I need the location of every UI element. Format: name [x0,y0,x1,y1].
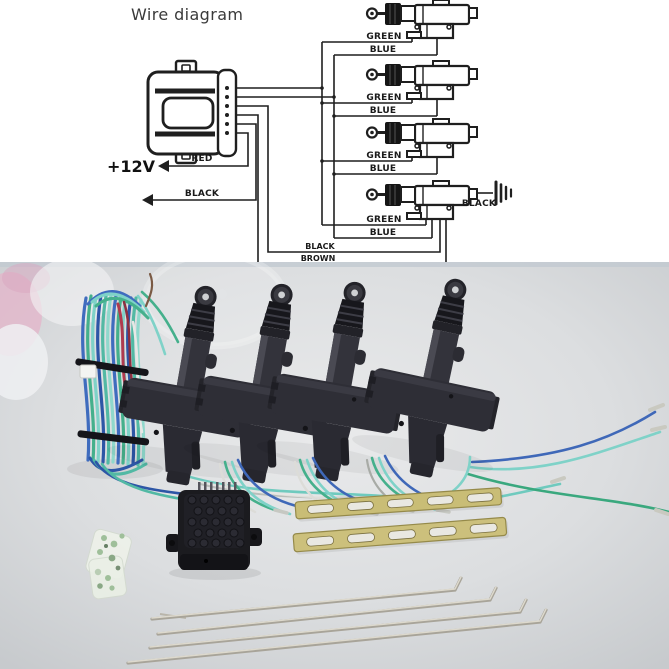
actuator3-green-label: GREEN [366,151,401,161]
connector-pins [225,86,229,135]
actuator2-blue-label: BLUE [370,106,397,116]
actuator1-blue-label: BLUE [370,45,397,55]
linkage-rod [148,598,528,650]
brown-bus-wire [236,114,447,262]
photo-top-edge [0,262,669,267]
actuator2-green-label: GREEN [366,93,401,103]
diagram-wires [142,36,513,262]
control-unit [146,59,238,165]
diagram-title: Wire diagram [131,5,243,24]
linkage-rods [126,576,548,665]
arrow-left-icon [158,160,169,172]
actuator-symbol-4 [365,179,479,221]
linkage-rod [150,576,463,621]
wire-harness-coil [67,272,202,504]
bus-black-label: BLACK [305,242,335,251]
control-box [166,482,262,580]
mounting-bracket-2 [292,516,509,555]
blue-trunk-wire [236,38,438,239]
ground-wire [152,123,257,201]
ground-icon [494,180,513,206]
screws [94,533,125,591]
wire-diagram-section: Wire diagram [107,0,513,262]
mounting-bracket-1 [294,487,504,522]
power-wire-label: RED [191,154,212,164]
actuator1-green-label: GREEN [366,32,401,42]
power-label: +12V [107,157,156,176]
product-photo-section [0,262,669,669]
actuator4-blue-label: BLUE [370,228,397,238]
harness-connector [79,364,97,379]
zip-tie [75,358,149,377]
arrow-left-icon [142,194,153,206]
ground-wire-label: BLACK [185,189,220,199]
control-box-texture [187,495,245,548]
actuator4-green-label: GREEN [366,215,401,225]
actuator3-blue-label: BLUE [370,164,397,174]
zip-tie [77,430,150,446]
control-box-pins [198,482,237,491]
black-bus-wire [236,105,441,253]
master-ground-label: BLACK [462,199,497,209]
bus-brown-label: BROWN [301,254,336,262]
linkage-rod [156,586,498,636]
linkage-rod [126,608,548,665]
power-wire [168,132,249,167]
